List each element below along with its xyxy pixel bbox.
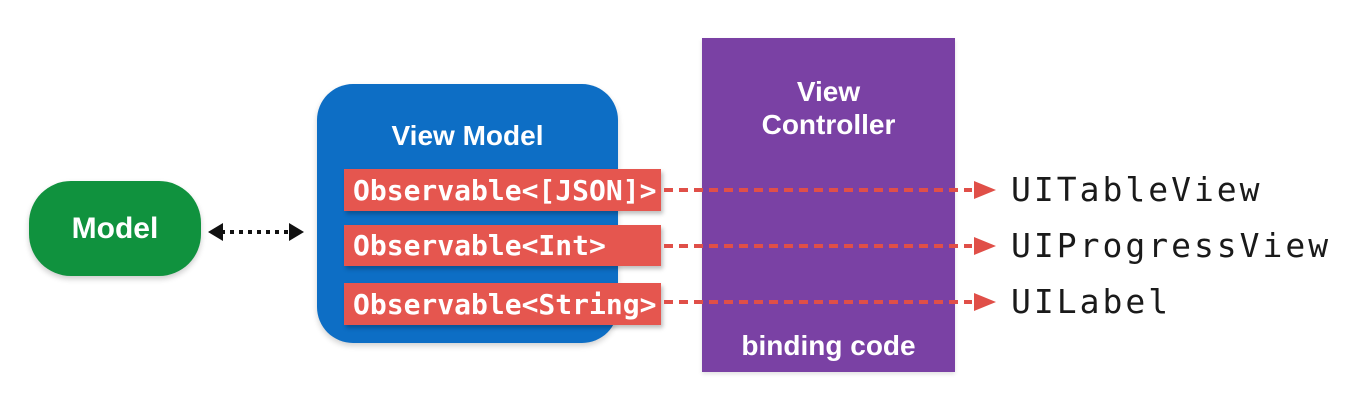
observable-int-chip: Observable<Int> xyxy=(344,225,661,266)
dashed-line xyxy=(664,300,972,304)
observable-string-label: Observable<String> xyxy=(353,287,657,321)
dashed-line xyxy=(664,188,972,192)
observable-int-label: Observable<Int> xyxy=(353,229,606,262)
view-controller-title: View Controller xyxy=(761,76,896,140)
binding-arrow-progressview xyxy=(664,236,996,256)
view-model-title: View Model xyxy=(391,120,544,151)
dotted-line xyxy=(221,230,291,234)
binding-code-label: binding code xyxy=(741,330,916,361)
target-uilabel: UILabel xyxy=(1011,282,1172,321)
observable-json-label: Observable<[JSON]> xyxy=(353,173,657,207)
model-viewmodel-arrow xyxy=(208,222,304,242)
binding-arrow-tableview xyxy=(664,180,996,200)
arrowhead-icon xyxy=(974,181,996,199)
model-node: Model xyxy=(29,181,201,276)
arrowhead-icon xyxy=(974,293,996,311)
target-uitableview: UITableView xyxy=(1011,170,1263,209)
dashed-line xyxy=(664,244,972,248)
arrowhead-icon xyxy=(974,237,996,255)
arrowhead-left-icon xyxy=(208,223,223,241)
view-controller-node: View Controller binding code xyxy=(702,38,955,372)
observable-string-chip: Observable<String> xyxy=(344,283,661,325)
model-label: Model xyxy=(71,211,159,245)
binding-arrow-uilabel xyxy=(664,292,996,312)
observable-json-chip: Observable<[JSON]> xyxy=(344,169,661,211)
target-uiprogressview: UIProgressView xyxy=(1011,226,1332,265)
arrowhead-right-icon xyxy=(289,223,304,241)
